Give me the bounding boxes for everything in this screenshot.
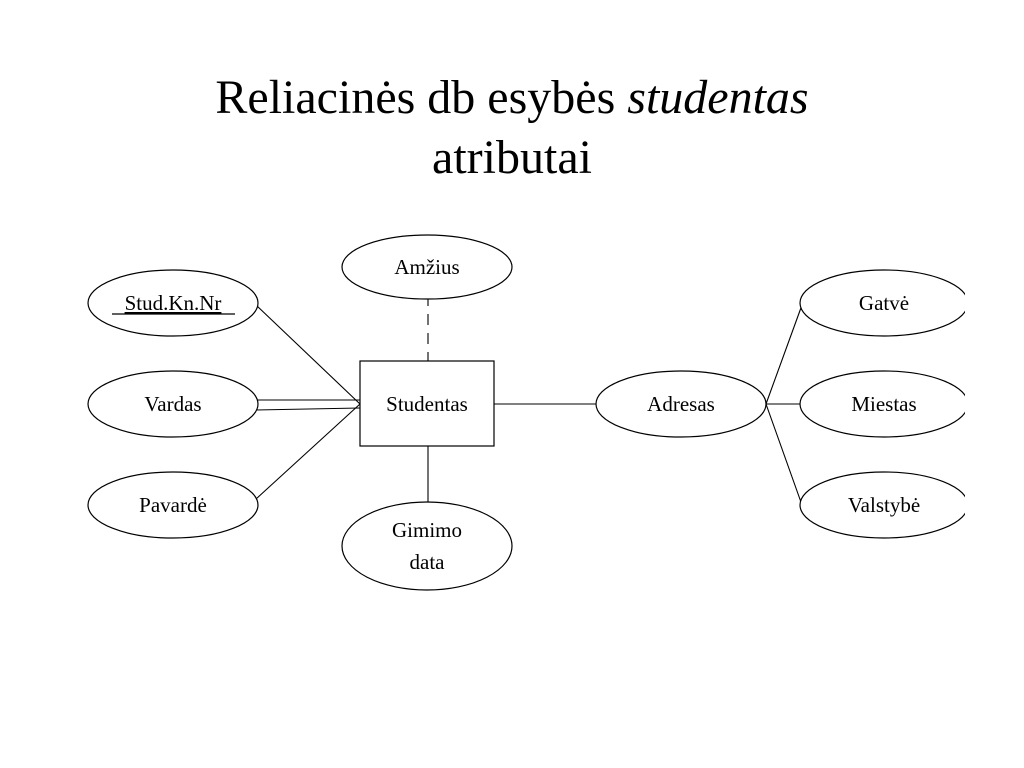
entity-label: Studentas xyxy=(386,392,468,416)
title-line-1: Reliacinės db esybės studentas xyxy=(0,68,1024,128)
attribute-age-label: Amžius xyxy=(394,255,459,279)
connector-state xyxy=(765,403,803,506)
attribute-city: Miestas xyxy=(799,370,969,438)
attribute-key-label: Stud.Kn.Nr xyxy=(125,291,222,315)
entity-box xyxy=(359,360,495,447)
attribute-birth-date: Gimimo data xyxy=(341,501,513,591)
attribute-key-ellipse xyxy=(87,269,259,337)
attribute-street: Gatvė xyxy=(799,269,969,337)
slide-title: Reliacinės db esybės studentas atributai xyxy=(0,68,1024,188)
attribute-street-label: Gatvė xyxy=(859,291,909,315)
title-line-2: atributai xyxy=(432,131,592,184)
attribute-address-ellipse xyxy=(595,370,767,438)
attribute-city-label: Miestas xyxy=(851,392,916,416)
attribute-first-name-label: Vardas xyxy=(144,392,201,416)
title-prefix: Reliacinės db esybės xyxy=(215,71,628,124)
connectors xyxy=(255,295,803,508)
attribute-key: Stud.Kn.Nr xyxy=(87,269,259,337)
connector-first-name-2 xyxy=(255,407,361,411)
attribute-address: Adresas xyxy=(595,370,767,438)
attribute-age: Amžius xyxy=(341,234,513,300)
attribute-age-ellipse xyxy=(341,234,513,300)
attribute-state: Valstybė xyxy=(799,471,969,539)
attribute-first-name: Vardas xyxy=(87,370,259,438)
attribute-last-name: Pavardė xyxy=(87,471,259,539)
attribute-birth-date-label-line1: Gimimo xyxy=(392,518,462,542)
attribute-last-name-ellipse xyxy=(87,471,259,539)
right-edge-mask xyxy=(965,270,1024,545)
connector-key xyxy=(255,304,361,405)
attribute-birth-date-label-line2: data xyxy=(410,550,446,574)
connector-last-name xyxy=(255,403,361,500)
attribute-state-label: Valstybė xyxy=(848,493,920,517)
entity-studentas: Studentas xyxy=(359,360,495,447)
attribute-first-name-ellipse xyxy=(87,370,259,438)
attribute-birth-date-ellipse xyxy=(341,501,513,591)
title-italic-entity: studentas xyxy=(627,71,809,124)
attribute-address-label: Adresas xyxy=(647,392,715,416)
attribute-last-name-label: Pavardė xyxy=(139,493,207,517)
connector-street xyxy=(765,304,803,405)
